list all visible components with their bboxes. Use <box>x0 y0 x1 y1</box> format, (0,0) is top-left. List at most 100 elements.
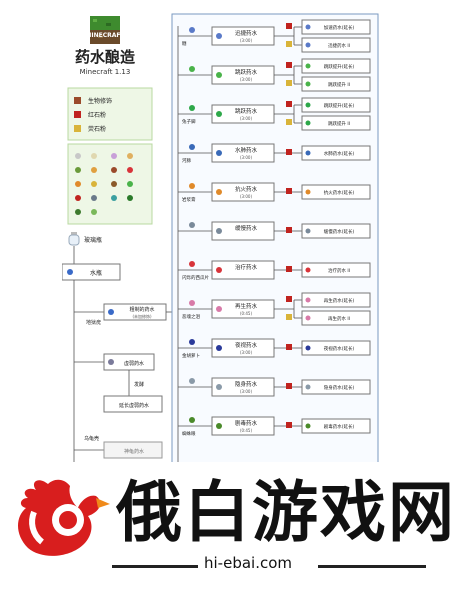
result-label: 跳跃提升 II <box>328 81 350 88</box>
modifier-icon <box>286 188 292 194</box>
result-potion-icon <box>305 315 311 321</box>
ingredient-label: 蜘蛛眼 <box>182 430 196 437</box>
legend-swatch <box>74 97 81 104</box>
result-potion-icon <box>305 63 311 69</box>
potion-icon <box>216 189 222 195</box>
result-label: 加速药水(延长) <box>324 24 355 31</box>
potion-row: 跳跃药水(3:00)跳跃提升(延长)跳跃提升 II <box>178 58 371 92</box>
result-potion-icon <box>305 423 311 429</box>
site-watermark: 俄白游戏网 hi-ebai.com <box>0 462 450 600</box>
nether-wart-label: 地狱疣 <box>86 319 101 326</box>
ingredient-icon <box>189 183 195 189</box>
ingredient-icon <box>189 105 195 111</box>
potion-icon <box>216 345 222 351</box>
ingredient-icon <box>189 417 195 423</box>
ingredient-icon <box>189 378 195 384</box>
result-box <box>301 310 371 326</box>
page-title: 药水酿造 <box>75 48 135 66</box>
ingredient-label: 糖 <box>182 40 187 47</box>
ingredient-label: 金胡萝卜 <box>182 352 200 359</box>
potion-icon <box>216 111 222 117</box>
divider-left <box>112 565 198 568</box>
potion-icon <box>216 150 222 156</box>
result-box <box>301 37 371 53</box>
weakness-potion-label: 虚弱药水 <box>124 360 144 367</box>
potion-name: 水肺药水 <box>235 146 258 154</box>
long-weakness-box <box>103 395 163 413</box>
modifier-icon <box>286 227 292 233</box>
result-label: 隐身药水(延长) <box>324 384 355 391</box>
water-bottle-label: 水瓶 <box>90 269 102 277</box>
potion-duration: (3:00) <box>240 350 253 355</box>
modifier-icon <box>286 101 292 107</box>
divider-right <box>318 565 426 568</box>
version-label: Minecraft 1.13 <box>80 68 131 76</box>
glass-bottle-label: 玻璃瓶 <box>84 236 102 244</box>
result-box <box>301 418 371 434</box>
potion-icon <box>216 72 222 78</box>
ingredient-key-icons <box>75 153 133 215</box>
site-url: hi-ebai.com <box>204 554 293 572</box>
result-box <box>301 19 371 35</box>
potion-duration: (3:00) <box>240 38 253 43</box>
result-box <box>301 145 371 161</box>
turtle-shell-label: 乌龟壳 <box>84 435 99 442</box>
modifier-icon <box>286 23 292 29</box>
potion-row: 金胡萝卜 夜视药水(3:00) 夜视药水(延长) <box>178 338 371 359</box>
result-potion-icon <box>305 267 311 273</box>
potion-icon <box>216 228 222 234</box>
result-potion-icon <box>305 189 311 195</box>
ingredient-icon <box>189 261 195 267</box>
result-box <box>301 379 371 395</box>
result-label: 再生药水(延长) <box>324 297 355 304</box>
result-box <box>301 97 371 113</box>
modifier-icon <box>286 344 292 350</box>
result-box <box>301 115 371 131</box>
potion-duration: (3:00) <box>240 155 253 160</box>
ingredient-icon <box>189 339 195 345</box>
glass-bottle-icon <box>68 232 80 246</box>
modifier-icon <box>286 41 292 47</box>
potion-name: 夜视药水 <box>235 341 258 349</box>
turtle-potion-label: 神龟药水 <box>124 448 144 455</box>
potion-duration: (3:00) <box>240 194 253 199</box>
potion-duration: (3:00) <box>240 389 253 394</box>
legend-swatch <box>74 125 81 132</box>
result-label: 跳跃提升 II <box>328 120 350 127</box>
potion-duration: (0:45) <box>240 311 253 316</box>
modifier-icon <box>286 266 292 272</box>
potion-duration: (3:00) <box>240 116 253 121</box>
result-potion-icon <box>305 384 311 390</box>
result-box <box>301 262 371 278</box>
result-label: 夜视药水(延长) <box>324 345 355 352</box>
fermented-label: 发酵 <box>134 381 144 388</box>
result-box <box>301 292 371 308</box>
ingredient-icon <box>189 66 195 72</box>
result-label: 剧毒药水(延长) <box>324 423 355 430</box>
potion-row: 隐身药水(3:00) 隐身药水(延长) <box>178 377 371 397</box>
potion-name: 跳跃药水 <box>235 107 258 115</box>
legend-swatch <box>74 111 81 118</box>
modifier-icon <box>286 383 292 389</box>
result-potion-icon <box>305 81 311 87</box>
site-name: 俄白游戏网 <box>116 474 450 551</box>
awkward-potion-sub: (未加修饰) <box>132 313 152 319</box>
result-potion-icon <box>305 150 311 156</box>
ingredient-icon <box>189 27 195 33</box>
potion-name: 跳跃药水 <box>235 68 258 76</box>
result-potion-icon <box>305 345 311 351</box>
potion-name: 隐身药水 <box>235 380 258 388</box>
modifier-icon <box>286 80 292 86</box>
result-label: 水肺药水(延长) <box>324 150 355 157</box>
result-potion-icon <box>305 102 311 108</box>
result-label: 迅捷药水 II <box>328 42 350 49</box>
logo-text: MINECRAFT <box>85 32 125 39</box>
legend-label: 生物修饰 <box>88 97 112 105</box>
ingredient-icon <box>189 144 195 150</box>
ingredient-label: 岩浆膏 <box>182 196 196 203</box>
modifier-icon <box>286 149 292 155</box>
